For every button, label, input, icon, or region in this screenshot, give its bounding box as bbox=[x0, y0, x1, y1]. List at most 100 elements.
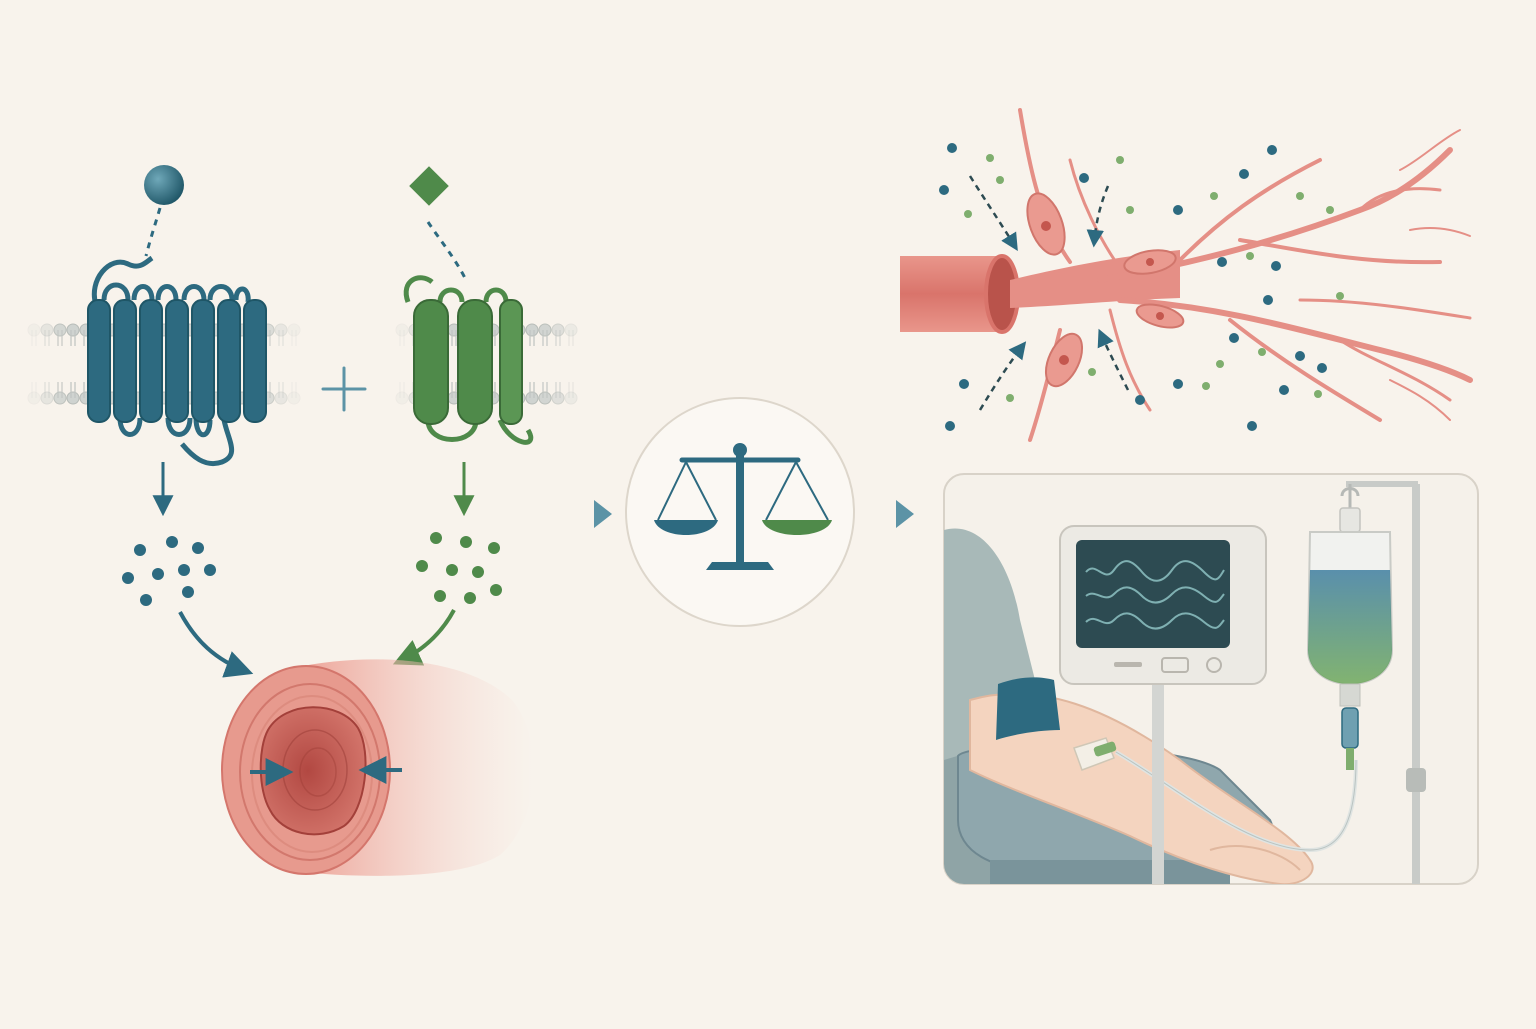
lipid-head bbox=[551, 391, 565, 405]
mediator-particle bbox=[1116, 156, 1124, 164]
lipid-tail bbox=[451, 382, 457, 398]
ligand-diamond-icon bbox=[409, 166, 449, 206]
dashed-influx-arrows bbox=[968, 175, 1130, 411]
lipid-head bbox=[287, 391, 301, 405]
mediator-particle bbox=[1173, 379, 1183, 389]
mediator-particle bbox=[1229, 333, 1239, 343]
waveform-line bbox=[1085, 560, 1225, 582]
lipid-tail bbox=[57, 382, 63, 398]
lipid-tail bbox=[555, 382, 561, 398]
three-helix-receptor bbox=[403, 275, 534, 445]
lipid-tail bbox=[291, 382, 297, 398]
iv-bag bbox=[1306, 484, 1394, 770]
vessel-constriction bbox=[221, 659, 534, 876]
mediator-particle bbox=[947, 143, 957, 153]
mediator-particle bbox=[986, 154, 994, 162]
mediator-particle bbox=[1314, 390, 1322, 398]
tourniquet-band bbox=[996, 677, 1060, 740]
lipid-tail bbox=[568, 382, 574, 398]
mediator-particle bbox=[1317, 363, 1327, 373]
lipid-tail bbox=[399, 382, 405, 398]
mediator-particle bbox=[1216, 360, 1224, 368]
mediator-particle bbox=[1336, 292, 1344, 300]
lipid-tail bbox=[542, 382, 548, 398]
mediator-particle bbox=[1210, 192, 1218, 200]
lipid-tail bbox=[31, 330, 37, 346]
lipid-tail bbox=[542, 330, 548, 346]
mediator-particle bbox=[1126, 206, 1134, 214]
messenger-particles-a bbox=[122, 536, 216, 606]
lipid-tail bbox=[451, 330, 457, 346]
drip-chamber bbox=[1341, 707, 1359, 749]
patient-arm bbox=[969, 692, 1314, 884]
lipid-tail bbox=[44, 382, 50, 398]
mediator-particle bbox=[1246, 252, 1254, 260]
monitor-button bbox=[1161, 657, 1189, 673]
lipid-tail bbox=[31, 382, 37, 398]
lipid-tail bbox=[529, 330, 535, 346]
flow-arrow-right-head bbox=[896, 500, 914, 528]
nucleus-dots bbox=[1041, 221, 1164, 365]
mediator-particle bbox=[964, 210, 972, 218]
waveform-line bbox=[1085, 612, 1225, 630]
waveform-line bbox=[1085, 586, 1225, 604]
mediator-particle bbox=[1271, 261, 1281, 271]
constriction-arrows-icon bbox=[250, 756, 402, 786]
mediator-particles bbox=[939, 143, 1344, 431]
mediator-particle bbox=[1258, 348, 1266, 356]
lipid-tail bbox=[568, 330, 574, 346]
seven-tm-receptor bbox=[87, 255, 267, 466]
lipid-head bbox=[538, 323, 552, 337]
receptor-a-group bbox=[27, 165, 301, 678]
mediator-particle bbox=[939, 185, 949, 195]
lipid-tail bbox=[70, 330, 76, 346]
lipid-tail bbox=[278, 382, 284, 398]
balance-circle bbox=[625, 397, 855, 627]
lipid-head bbox=[274, 391, 288, 405]
mediator-particle bbox=[1295, 351, 1305, 361]
lipid-head bbox=[395, 391, 409, 405]
lipid-head bbox=[53, 391, 67, 405]
lipid-tail bbox=[399, 330, 405, 346]
lipid-head bbox=[27, 323, 41, 337]
lipid-head bbox=[395, 323, 409, 337]
lipid-head bbox=[66, 391, 80, 405]
vital-signs-monitor bbox=[1059, 525, 1267, 884]
mediator-particle bbox=[1217, 257, 1227, 267]
lipid-head bbox=[27, 391, 41, 405]
mediator-particle bbox=[959, 379, 969, 389]
lipid-tail bbox=[291, 330, 297, 346]
binding-dashed-arrow bbox=[426, 221, 468, 281]
lipid-tail bbox=[44, 330, 50, 346]
mediator-particle bbox=[1247, 421, 1257, 431]
curved-arrow-to-vessel-b bbox=[392, 609, 456, 666]
mediator-particle bbox=[1173, 205, 1183, 215]
lipid-head bbox=[525, 323, 539, 337]
messenger-particles-b bbox=[416, 532, 502, 604]
mediator-particle bbox=[996, 176, 1004, 184]
iv-infusion-with-monitor bbox=[943, 473, 1479, 885]
plus-icon bbox=[321, 366, 367, 412]
lipid-tail bbox=[57, 330, 63, 346]
lipid-tail bbox=[278, 330, 284, 346]
mediator-particle bbox=[1239, 169, 1249, 179]
mediator-particle bbox=[1279, 385, 1289, 395]
ligand-sphere-icon bbox=[144, 165, 184, 205]
lipid-head bbox=[40, 391, 54, 405]
mediator-particle bbox=[1079, 173, 1089, 183]
curved-arrow-to-vessel-a bbox=[178, 611, 254, 678]
mediator-particle bbox=[945, 421, 955, 431]
sensory-nerve-network bbox=[900, 108, 1473, 442]
lipid-head bbox=[66, 323, 80, 337]
binding-dashed-arrow bbox=[144, 207, 162, 257]
mediator-particle bbox=[1263, 295, 1273, 305]
mediator-particle bbox=[1267, 145, 1277, 155]
mediator-particle bbox=[1135, 395, 1145, 405]
mediator-particle bbox=[1088, 368, 1096, 376]
lipid-head bbox=[525, 391, 539, 405]
lipid-head bbox=[564, 391, 578, 405]
lipid-head bbox=[538, 391, 552, 405]
lipid-tail bbox=[70, 382, 76, 398]
